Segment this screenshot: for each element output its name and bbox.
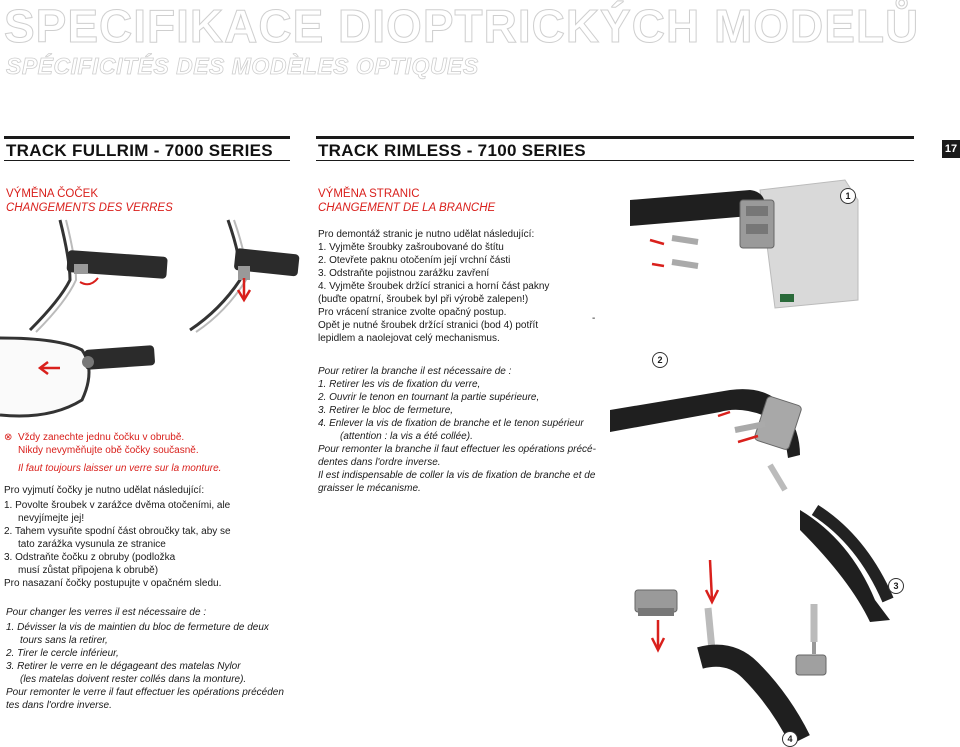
left-step-fr: Pour remonter le verre il faut effectuer…: [6, 687, 284, 698]
left-step-fr: tes dans l'ordre inverse.: [6, 700, 112, 711]
right-step-fr: dentes dans l'ordre inverse.: [318, 457, 441, 468]
right-step-fr: (attention : la vis a été collée).: [340, 431, 473, 442]
figure-number-1: 1: [840, 188, 856, 204]
right-step-cz: Pro demontáž stranic je nutno udělat nás…: [318, 229, 535, 240]
left-step-cz: 3. Odstraňte čočku z obruby (podložka: [4, 552, 176, 563]
right-step-fr: 2. Ouvrir le tenon en tournant la partie…: [318, 392, 540, 403]
left-step-cz: 1. Povolte šroubek v zarážce dvěma otoče…: [4, 500, 231, 511]
page-number-badge: 17: [942, 140, 960, 158]
right-step-cz: (buďte opatrní, šroubek byl při výrobě z…: [318, 294, 529, 305]
right-steps-cz: Pro demontáž stranic je nutno udělat nás…: [318, 228, 549, 345]
right-step-cz: 2. Otevřete paknu otočením její vrchní č…: [318, 255, 511, 266]
left-rule: [4, 136, 290, 139]
left-step-cz: Pro nasazaní čočky postupujte v opačném …: [4, 578, 222, 589]
warning-cz-1: Vždy zanechte jednu čočku v obrubě.: [17, 432, 185, 443]
page-subtitle: SPÉCIFICITÉS DES MODÈLES OPTIQUES: [6, 53, 479, 80]
right-step-fr: Pour remonter la branche il faut effectu…: [318, 444, 596, 455]
warning-fr: Il faut toujours laisser un verre sur la…: [18, 463, 222, 474]
right-step-fr: Pour retirer la branche il est nécessair…: [318, 366, 512, 377]
warning-cz-2: Nikdy nevyměňujte obě čočky současně.: [18, 445, 199, 456]
stray-dash: -: [592, 313, 596, 324]
right-step-fr: 3. Retirer le bloc de fermeture,: [318, 405, 454, 416]
right-step-fr: 1. Retirer les vis de fixation du verre,: [318, 379, 481, 390]
left-heading-fr: CHANGEMENTS DES VERRES: [6, 202, 173, 214]
right-steps-fr: Pour retirer la branche il est nécessair…: [318, 365, 596, 495]
temple-removal-illustration: [610, 179, 894, 745]
left-step-fr: 3. Retirer le verre en le dégageant des …: [6, 661, 241, 672]
figure-number-2: 2: [652, 352, 668, 368]
left-step-fr: 1. Dévisser la vis de maintien du bloc d…: [6, 622, 269, 633]
left-intro-fr: Pour changer les verres il est nécessair…: [6, 607, 207, 618]
right-series-title: TRACK RIMLESS - 7100 SERIES: [318, 141, 586, 160]
right-heading-fr: CHANGEMENT DE LA BRANCHE: [318, 202, 496, 214]
right-step-cz: Opět je nutné šroubek držící stranici (b…: [318, 320, 539, 331]
left-step-cz: musí zůstat připojena k obrubě): [18, 565, 159, 576]
left-step-cz: nevyjímejte jej!: [18, 513, 85, 524]
left-step-fr: tours sans la retirer,: [20, 635, 108, 646]
left-series-title: TRACK FULLRIM - 7000 SERIES: [6, 141, 273, 160]
page-title: SPECIFIKACE DIOPTRICKÝCH MODELŮ: [3, 0, 920, 53]
right-step-cz: 1. Vyjměte šroubky zašroubované do štítu: [318, 242, 504, 253]
figure-number-4: 4: [782, 731, 798, 747]
right-step-cz: Pro vrácení stranice zvolte opačný postu…: [318, 307, 507, 318]
left-rule-bottom: [4, 160, 290, 161]
left-step-cz: tato zarážka vysunula ze stranice: [18, 539, 166, 550]
lens-frame-illustration: [0, 219, 300, 418]
left-heading-cz: VÝMĚNA ČOČEK: [6, 188, 99, 200]
left-step-cz: 2. Tahem vysuňte spodní část obroučky ta…: [4, 526, 231, 537]
right-step-cz: lepidlem a naolejovat celý mechanismus.: [318, 333, 500, 344]
left-step-fr: (les matelas doivent rester collés dans …: [20, 674, 247, 685]
left-steps-cz: 1. Povolte šroubek v zarážce dvěma otoče…: [4, 499, 231, 590]
warning-cz-line-1: ⊗ Vždy zanechte jednu čočku v obrubě.: [4, 431, 231, 444]
warning-icon: ⊗: [4, 432, 13, 443]
right-step-fr: graisser le mécanisme.: [318, 483, 421, 494]
right-step-cz: 3. Odstraňte pojistnou zarážku zavření: [318, 268, 490, 279]
right-rule-bottom: [316, 160, 914, 161]
right-step-cz: 4. Vyjměte šroubek držící stranici a hor…: [318, 281, 550, 292]
right-heading-cz: VÝMĚNA STRANIC: [318, 188, 420, 200]
figure-number-3: 3: [888, 578, 904, 594]
right-step-fr: Il est indispensable de coller la vis de…: [318, 470, 596, 481]
left-step-fr: 2. Tirer le cercle inférieur,: [6, 648, 119, 659]
left-intro-cz: Pro vyjmutí čočky je nutno udělat násled…: [4, 485, 205, 496]
left-steps-fr: 1. Dévisser la vis de maintien du bloc d…: [6, 621, 284, 712]
right-step-fr: 4. Enlever la vis de fixation de branche…: [318, 418, 584, 429]
right-rule: [316, 136, 914, 139]
